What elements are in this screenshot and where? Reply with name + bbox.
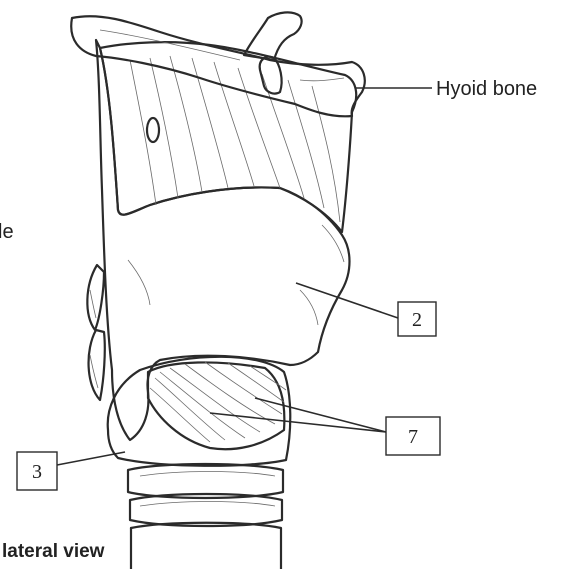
label-3-leader (57, 452, 125, 465)
label-box-7: 7 (386, 417, 440, 455)
hyoid-bone (71, 12, 365, 116)
thyroid-cartilage (96, 40, 350, 440)
label-7-leader-a (210, 413, 386, 432)
hyoid-bone-label: Hyoid bone (436, 78, 537, 100)
label-box-2: 2 (398, 302, 436, 336)
label-3-text: 3 (32, 461, 42, 483)
trachea (128, 464, 283, 569)
label-7-text: 7 (408, 426, 418, 448)
label-2-text: 2 (412, 309, 422, 331)
superior-laryngeal-foramen (147, 118, 159, 142)
lateral-bulges (87, 265, 104, 400)
thyrohyoid-membrane (100, 42, 356, 232)
cricothyroid-muscle (148, 362, 286, 449)
label-box-3: 3 (17, 452, 57, 490)
label-7-leader-b (255, 398, 386, 432)
truncated-left-label: le (0, 221, 14, 243)
view-caption: lateral view (2, 541, 105, 562)
cricoid-cartilage (108, 357, 291, 466)
label-2-leader (296, 283, 398, 318)
